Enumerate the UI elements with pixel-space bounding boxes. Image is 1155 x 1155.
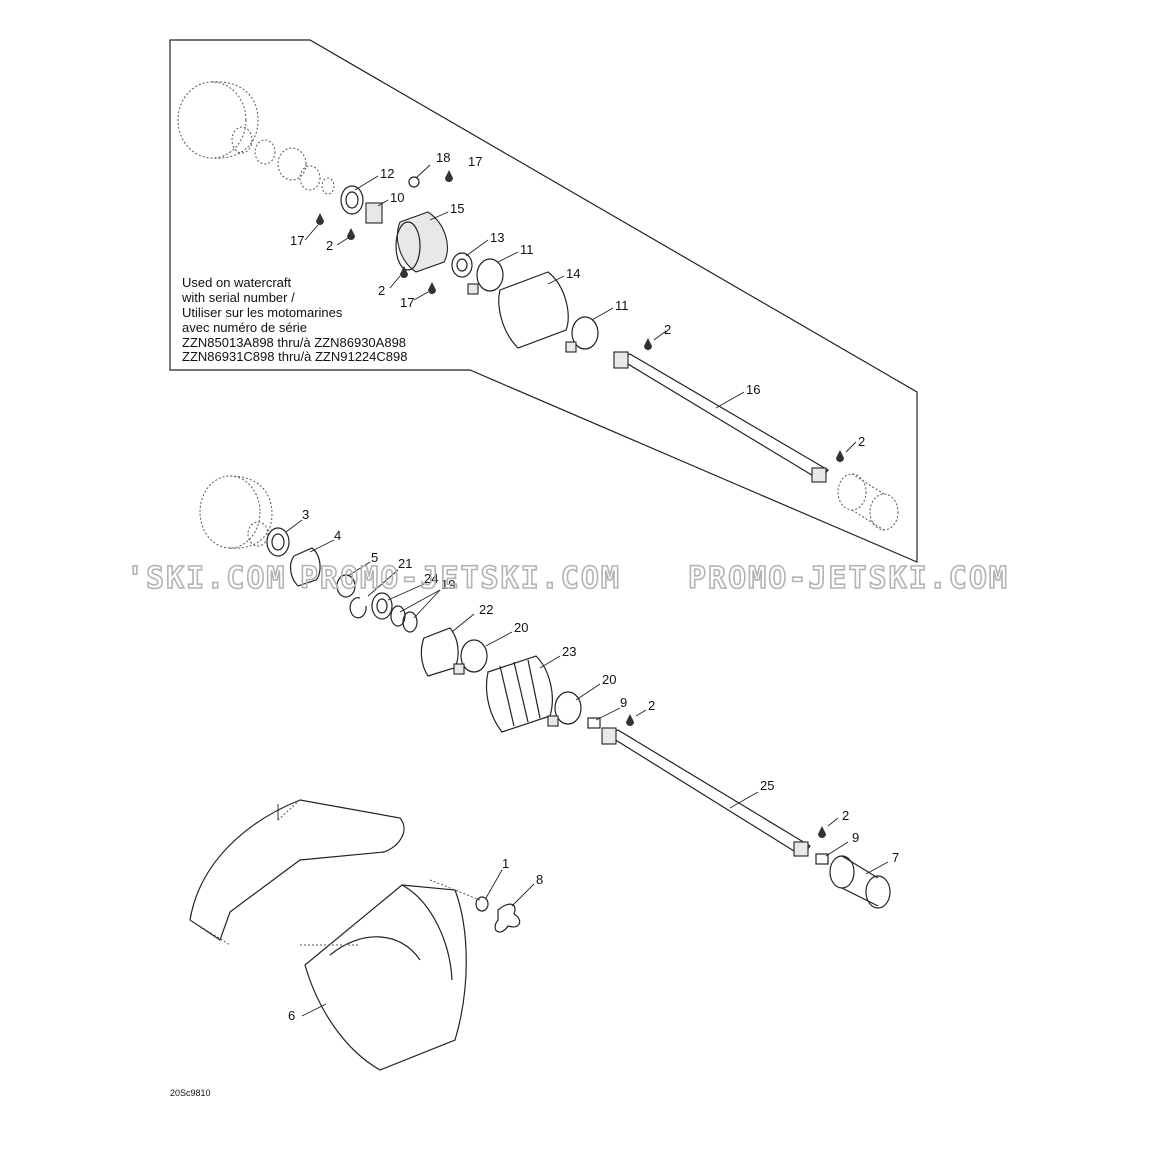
callouts-upper: 18 17 12 10 15 17 2 13 11 14 2 17 11 2 1… — [290, 150, 865, 449]
o-rings-19 — [390, 605, 418, 633]
callout: 4 — [334, 528, 341, 543]
callout: 13 — [490, 230, 504, 245]
note-line: with serial number / — [181, 290, 295, 305]
upper-coupler-dotted — [837, 473, 899, 531]
watermark-center: PROMO-JETSKI.COM — [300, 561, 621, 596]
callout: 19 — [441, 577, 455, 592]
note-line: Used on watercraft — [182, 275, 291, 290]
lower-engine-housing — [199, 475, 273, 549]
callout: 20 — [602, 672, 616, 687]
callout: 2 — [842, 808, 849, 823]
callout: 8 — [536, 872, 543, 887]
coupler-7 — [829, 855, 891, 909]
leaders-upper — [304, 164, 857, 453]
callout: 2 — [326, 238, 333, 253]
needle-bearing-10 — [365, 202, 383, 224]
note-line: ZZN86931C898 thru/à ZZN91224C898 — [182, 349, 407, 364]
callout: 21 — [398, 556, 412, 571]
spacer-9-b — [815, 853, 829, 865]
seal-13 — [451, 252, 473, 278]
washer-1 — [475, 896, 489, 912]
bearing-3 — [266, 527, 290, 557]
spacer-9-a — [587, 717, 601, 729]
callout: 5 — [371, 550, 378, 565]
callout: 14 — [566, 266, 580, 281]
callout: 9 — [852, 830, 859, 845]
callout: 2 — [378, 283, 385, 298]
callout: 16 — [746, 382, 760, 397]
callouts-lower: 3 4 5 21 24 19 22 20 23 20 9 2 25 2 9 7 … — [288, 507, 899, 1023]
watermark-left: 'SKI.COM — [126, 561, 287, 596]
callout: 12 — [380, 166, 394, 181]
callout: 2 — [858, 434, 865, 449]
callout: 24 — [424, 571, 438, 586]
shield-6-and-guard — [189, 799, 481, 1071]
note-line: ZZN85013A898 thru/à ZZN86930A898 — [182, 335, 406, 350]
grease-drops-upper — [316, 170, 844, 462]
clamp-11-a — [467, 258, 504, 295]
clamp-20-b — [547, 691, 582, 727]
watermark-right: PROMO-JETSKI.COM — [688, 561, 1009, 596]
upper-engine-housing — [177, 81, 335, 195]
inset-frame — [169, 39, 918, 563]
callout: 23 — [562, 644, 576, 659]
bearing-12 — [340, 185, 364, 215]
grease-drops-lower — [626, 714, 826, 838]
callout: 15 — [450, 201, 464, 216]
callout: 9 — [620, 695, 627, 710]
callout: 17 — [400, 295, 414, 310]
seal-24 — [371, 592, 393, 620]
bellows-boot-23 — [485, 655, 553, 733]
serial-number-note: Used on watercraft with serial number / … — [181, 275, 407, 364]
callout: 7 — [892, 850, 899, 865]
callout: 20 — [514, 620, 528, 635]
callout: 11 — [615, 298, 629, 313]
wing-nut-8 — [494, 903, 521, 933]
callout: 25 — [760, 778, 774, 793]
callout: 6 — [288, 1008, 295, 1023]
callout: 1 — [502, 856, 509, 871]
drawing-code: 20Sc9810 — [170, 1088, 211, 1098]
leaders-lower — [285, 519, 889, 1017]
watermark: 'SKI.COM PROMO-JETSKI.COM PROMO-JETSKI.C… — [125, 560, 1009, 597]
callout: 11 — [520, 242, 534, 257]
drive-shaft-25 — [601, 727, 811, 857]
fitting-18 — [408, 176, 420, 188]
note-line: Utiliser sur les motomarines — [182, 305, 343, 320]
note-line: avec numéro de série — [182, 320, 307, 335]
clamp-11-b — [565, 316, 599, 353]
bearing-5 — [336, 574, 356, 598]
callout: 22 — [479, 602, 493, 617]
callout: 3 — [302, 507, 309, 522]
ring-21 — [349, 597, 367, 619]
drive-shaft-16 — [613, 351, 829, 483]
callout: 2 — [648, 698, 655, 713]
callout: 17 — [468, 154, 482, 169]
sleeve-22 — [420, 627, 459, 677]
clamp-20-a — [453, 639, 488, 675]
callout: 2 — [664, 322, 671, 337]
sleeve-15 — [395, 211, 448, 273]
callout: 17 — [290, 233, 304, 248]
coupling-4 — [289, 547, 321, 587]
boot-14 — [498, 271, 569, 349]
callout: 18 — [436, 150, 450, 165]
callout: 10 — [390, 190, 404, 205]
